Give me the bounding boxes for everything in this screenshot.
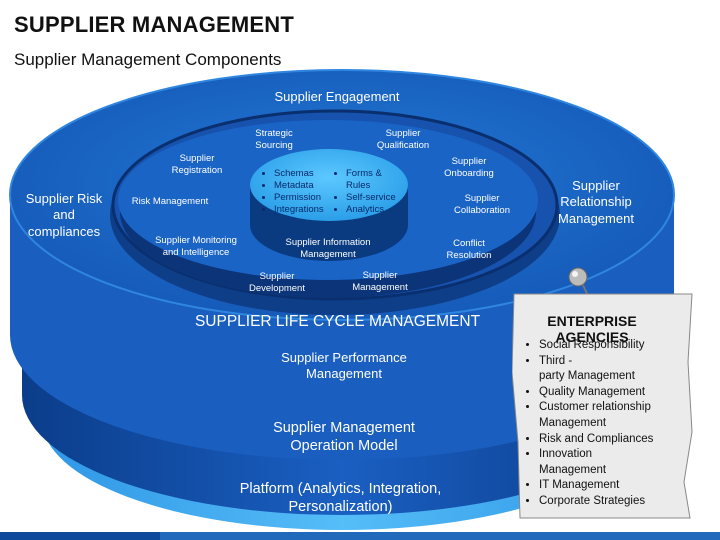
note-item: IT Management [539,478,709,494]
note-item: Third - party Management [539,354,709,385]
bottom-bar [0,532,720,540]
note-list: Social Responsibility Third - party Mana… [522,338,709,510]
operation-label: Supplier Management Operation Model [273,420,415,455]
core-item: Analytics [346,204,396,216]
note-title: ENTERPRISE AGENCIES [547,313,637,345]
core-item: Self-service [346,192,396,204]
enterprise-agencies-note [512,293,693,519]
note-item: Social Responsibility [539,338,709,354]
information-management-label: Supplier Information Management [285,237,371,260]
core-item: Permission [274,192,324,204]
collaboration-label: Supplier Collaboration [454,193,510,216]
page-title: SUPPLIER MANAGEMENT [14,12,295,37]
note-item: Corporate Strategies [539,494,709,510]
note-item: Quality Management [539,385,709,401]
qualification-label: Supplier Qualification [376,128,430,151]
note-item: Innovation Management [539,447,709,478]
note-item: Customer relationship Management [539,400,709,431]
onboarding-label: Supplier Onboarding [444,156,494,179]
note-item: Risk and Compliances [539,432,709,448]
core-top [250,149,408,221]
core-item: Forms & Rules [346,168,396,192]
core-list-right: Forms & Rules Self-service Analytics [334,168,396,216]
core-list-left: Schemas Metadata Permission Integrations [262,168,324,216]
management-label: Supplier Management [352,270,408,293]
strategic-sourcing-label: Strategic Sourcing [255,128,293,151]
platform-label: Platform (Analytics, Integration, Person… [239,481,442,516]
risk-compliance-label: Supplier Risk and compliances [25,191,103,239]
core-item: Schemas [274,168,324,180]
relationship-label: Supplier Relationship Management [558,178,634,226]
development-label: Supplier Development [249,271,305,294]
lifecycle-label: SUPPLIER LIFE CYCLE MANAGEMENT [194,313,481,330]
monitoring-label: Supplier Monitoring and Intelligence [155,235,237,258]
core-item: Integrations [274,204,324,216]
core-item: Metadata [274,180,324,192]
conflict-label: Conflict Resolution [446,238,492,261]
registration-label: Supplier Registration [171,153,223,176]
page-subtitle: Supplier Management Components [14,50,282,69]
performance-label: Supplier Performance Management [281,350,407,382]
risk-management-label: Risk Management [131,196,209,207]
engagement-label: Supplier Engagement [274,89,400,104]
